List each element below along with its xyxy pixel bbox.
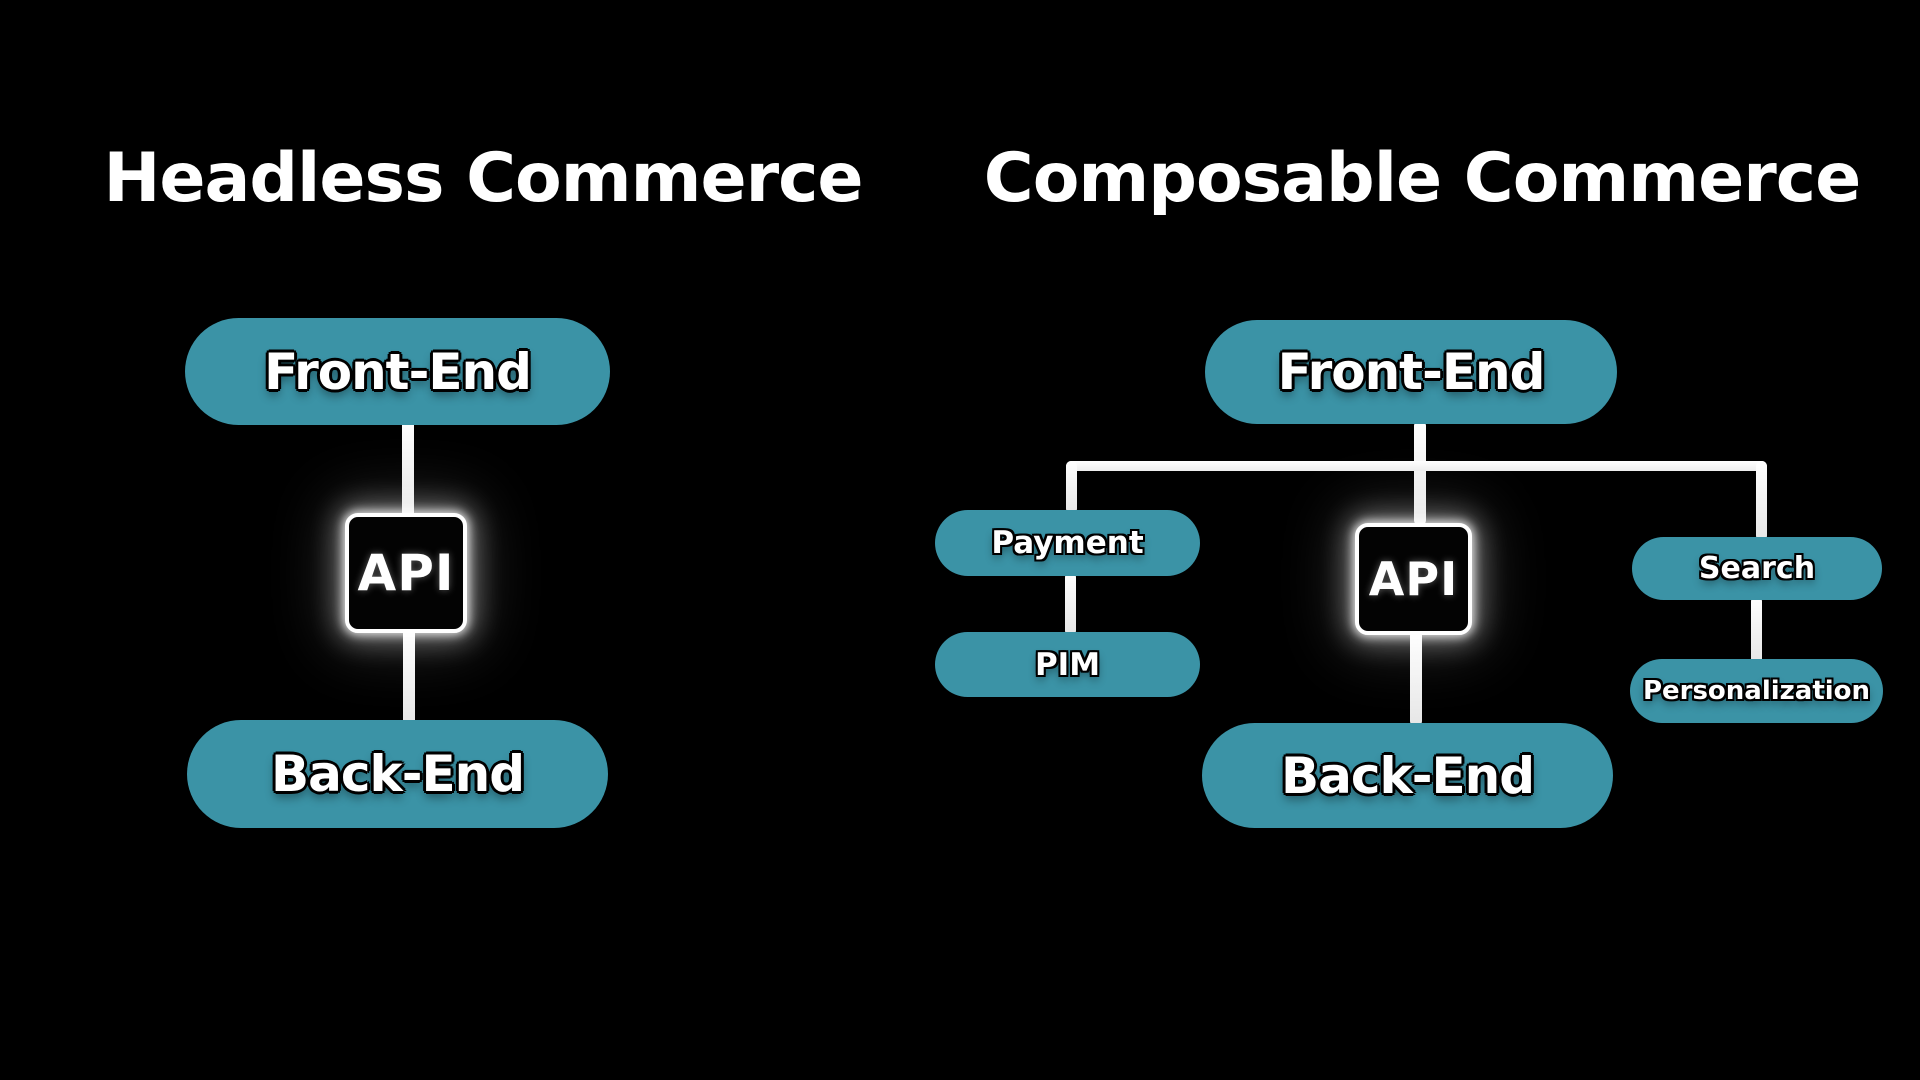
- composable-commerce-title: Composable Commerce: [983, 139, 1861, 218]
- headless-commerce-title: Headless Commerce: [103, 139, 863, 218]
- connector-right-frontend-api: [1414, 420, 1426, 526]
- right-back-end-node: Back-End: [1202, 723, 1613, 828]
- left-front-end-node: Front-End: [185, 318, 610, 425]
- personalization-node: Personalization: [1630, 659, 1883, 723]
- connector-right-branch-payment: [1066, 461, 1077, 514]
- connector-payment-pim: [1065, 572, 1076, 636]
- connector-right-branch-search: [1756, 461, 1767, 541]
- connector-right-branch-horizontal: [1066, 461, 1767, 471]
- payment-node: Payment: [935, 510, 1200, 576]
- right-api-node: API: [1355, 523, 1472, 635]
- connector-search-personalization: [1751, 596, 1762, 664]
- search-node: Search: [1632, 537, 1882, 600]
- pim-node: PIM: [935, 632, 1200, 697]
- connector-left-api-backend: [403, 626, 415, 726]
- right-front-end-node: Front-End: [1205, 320, 1617, 424]
- connector-right-api-backend: [1410, 630, 1422, 727]
- left-api-node: API: [345, 513, 467, 633]
- left-back-end-node: Back-End: [187, 720, 608, 828]
- connector-left-frontend-api: [402, 418, 414, 520]
